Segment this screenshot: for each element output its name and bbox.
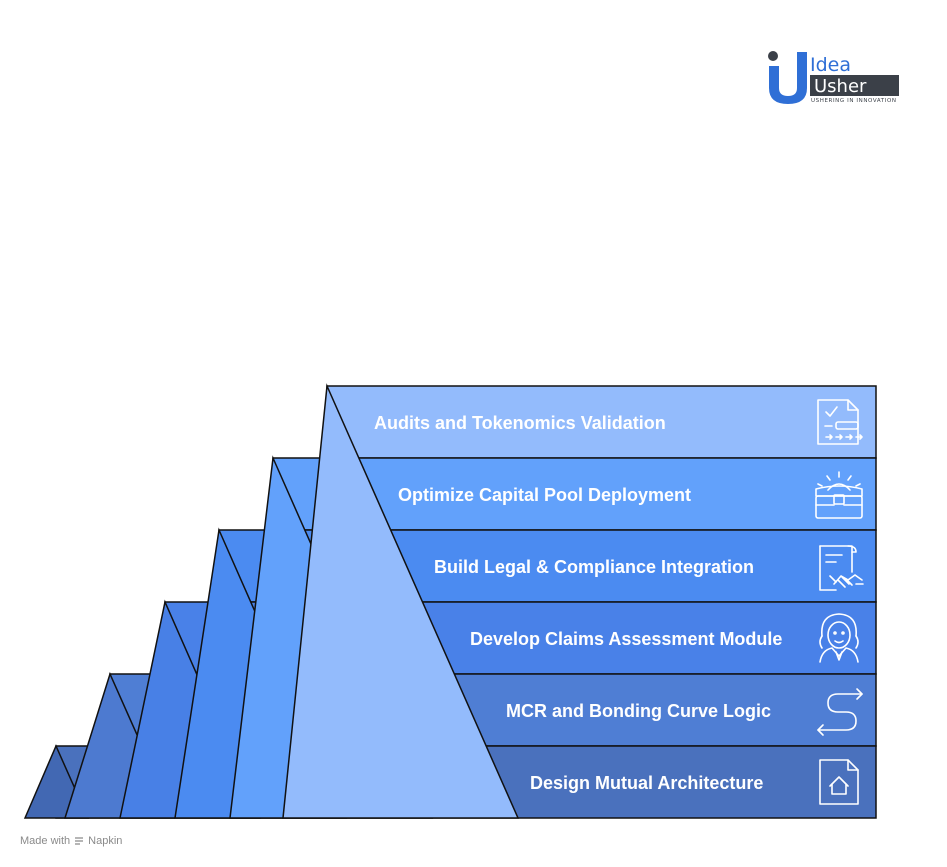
step-label-1: Audits and Tokenomics Validation (374, 413, 666, 433)
checklist-icon (817, 399, 863, 445)
document-home-icon (819, 759, 859, 805)
step-label-5: MCR and Bonding Curve Logic (506, 701, 771, 721)
logo-tagline: USHERING IN INNOVATION (811, 98, 897, 104)
footer-attribution: Made with Napkin (20, 835, 122, 847)
curved-arrows-icon (817, 688, 863, 736)
logo-name-top: Idea (810, 54, 851, 76)
step-band-1 (326, 385, 877, 459)
pyramid-triangle-1 (282, 383, 520, 819)
logo-name-bottom: Usher (814, 76, 867, 97)
judge-icon (819, 613, 859, 663)
idea-usher-logo: Idea Usher USHERING IN INNOVATION (768, 51, 899, 104)
logo-dot (768, 51, 778, 61)
logo-name-bottom-bg (810, 75, 899, 96)
logo-u-mark (769, 52, 807, 104)
step-label-4: Develop Claims Assessment Module (470, 629, 782, 649)
step-label-2: Optimize Capital Pool Deployment (398, 485, 691, 505)
step-label-3: Build Legal & Compliance Integration (434, 557, 754, 577)
legal-document-handshake-icon (819, 545, 864, 591)
footer-brand: Napkin (88, 835, 123, 847)
step-label-6: Design Mutual Architecture (530, 773, 763, 793)
napkin-icon (75, 837, 84, 845)
treasure-chest-icon (815, 471, 863, 519)
footer-made-with: Made with (20, 835, 71, 847)
